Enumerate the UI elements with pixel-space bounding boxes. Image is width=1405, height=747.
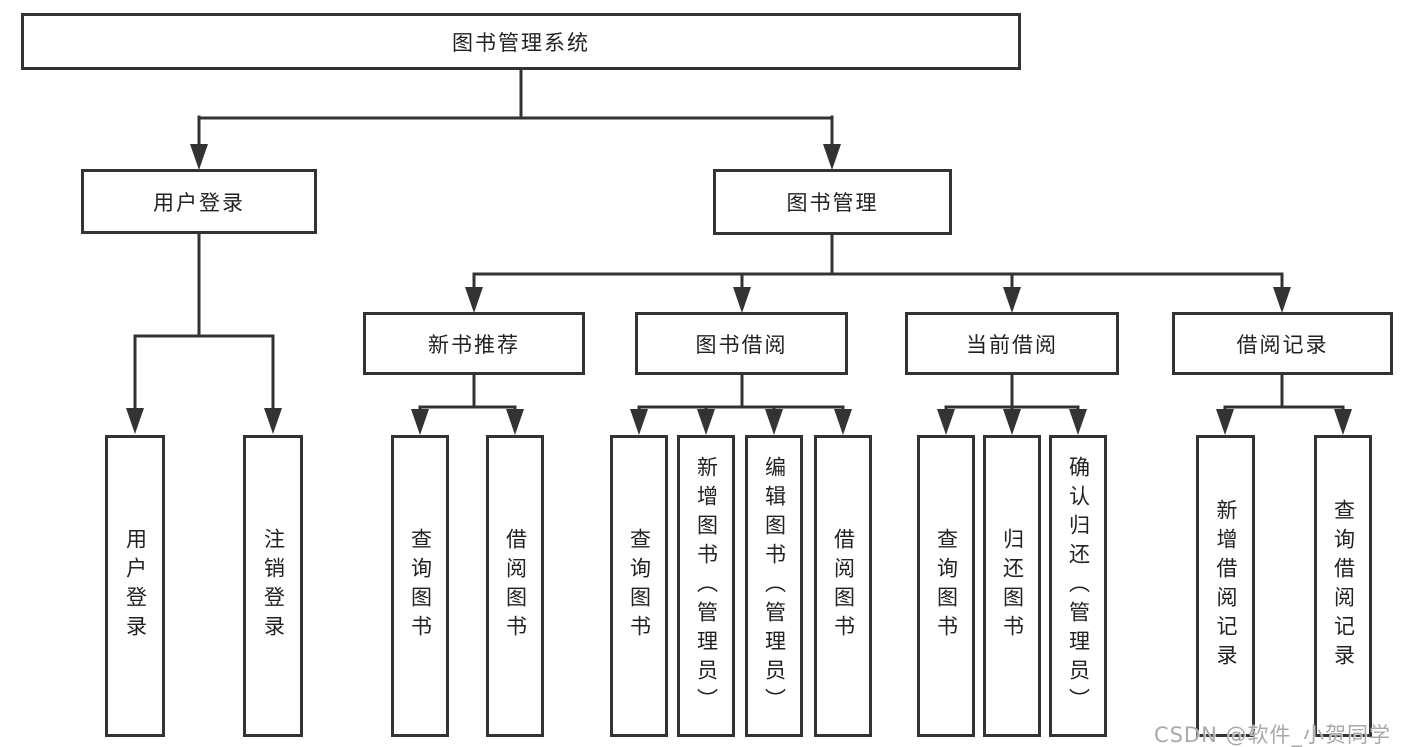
connector-borrow-record-to-leaves (1216, 373, 1352, 435)
node-label: 查询借阅记录 (1331, 499, 1356, 673)
node-label: 当前借阅 (966, 332, 1058, 357)
node-label: 用户登录 (153, 190, 245, 215)
leaf-add-borrow-record: 新增借阅记录 (1196, 435, 1255, 737)
node-label: 图书管理 (786, 191, 879, 215)
node-user-login: 用户登录 (81, 169, 317, 234)
leaf-query-books-recommend: 查询图书 (391, 435, 449, 737)
node-label: 注销登录 (261, 528, 286, 644)
node-new-book-recommend: 新书推荐 (363, 312, 585, 375)
leaf-edit-book-admin: 编辑图书（管理员） (745, 435, 803, 737)
node-current-borrow: 当前借阅 (905, 312, 1119, 375)
node-label: 查询图书 (934, 528, 959, 644)
node-book-management: 图书管理 (713, 169, 952, 235)
node-label: 新书推荐 (428, 332, 520, 357)
connector-book-management-to-level3 (465, 233, 1291, 313)
leaf-query-borrow-record: 查询借阅记录 (1314, 435, 1372, 737)
leaf-user-login: 用户登录 (105, 435, 165, 737)
node-label: 新增借阅记录 (1214, 499, 1238, 673)
node-label: 确认归还（管理员） (1066, 455, 1091, 717)
leaf-query-books-current: 查询图书 (917, 435, 975, 737)
leaf-return-book: 归还图书 (983, 435, 1041, 737)
node-label: 借阅记录 (1236, 332, 1329, 357)
leaf-logout: 注销登录 (243, 435, 303, 737)
node-label: 归还图书 (1000, 528, 1025, 644)
node-root-library-management-system: 图书管理系统 (21, 13, 1021, 70)
node-label: 编辑图书（管理员） (762, 455, 787, 717)
node-label: 图书管理系统 (452, 30, 590, 55)
leaf-confirm-return-admin: 确认归还（管理员） (1049, 435, 1107, 737)
csdn-watermark: CSDN @软件_小贺同学 (1153, 723, 1391, 747)
connector-current-borrow-to-leaves (937, 373, 1087, 435)
node-label: 新增图书（管理员） (694, 455, 719, 717)
node-book-borrow: 图书借阅 (635, 312, 848, 375)
leaf-borrow-books-recommend: 借阅图书 (486, 435, 544, 737)
connector-new-book-to-leaves (411, 373, 524, 435)
node-label: 用户登录 (123, 528, 148, 644)
connector-book-borrow-to-leaves (630, 373, 852, 435)
connector-root-to-level2 (190, 67, 841, 170)
node-label: 查询图书 (408, 528, 433, 644)
node-label: 查询图书 (627, 528, 652, 644)
node-label: 借阅图书 (831, 528, 856, 644)
node-label: 借阅图书 (503, 528, 528, 644)
leaf-borrow-books: 借阅图书 (814, 435, 872, 737)
node-borrow-records: 借阅记录 (1172, 312, 1393, 375)
leaf-add-book-admin: 新增图书（管理员） (677, 435, 735, 737)
node-label: 图书借阅 (695, 332, 788, 357)
leaf-query-books-borrow: 查询图书 (610, 435, 668, 737)
connector-user-login-to-leaves (126, 232, 282, 434)
